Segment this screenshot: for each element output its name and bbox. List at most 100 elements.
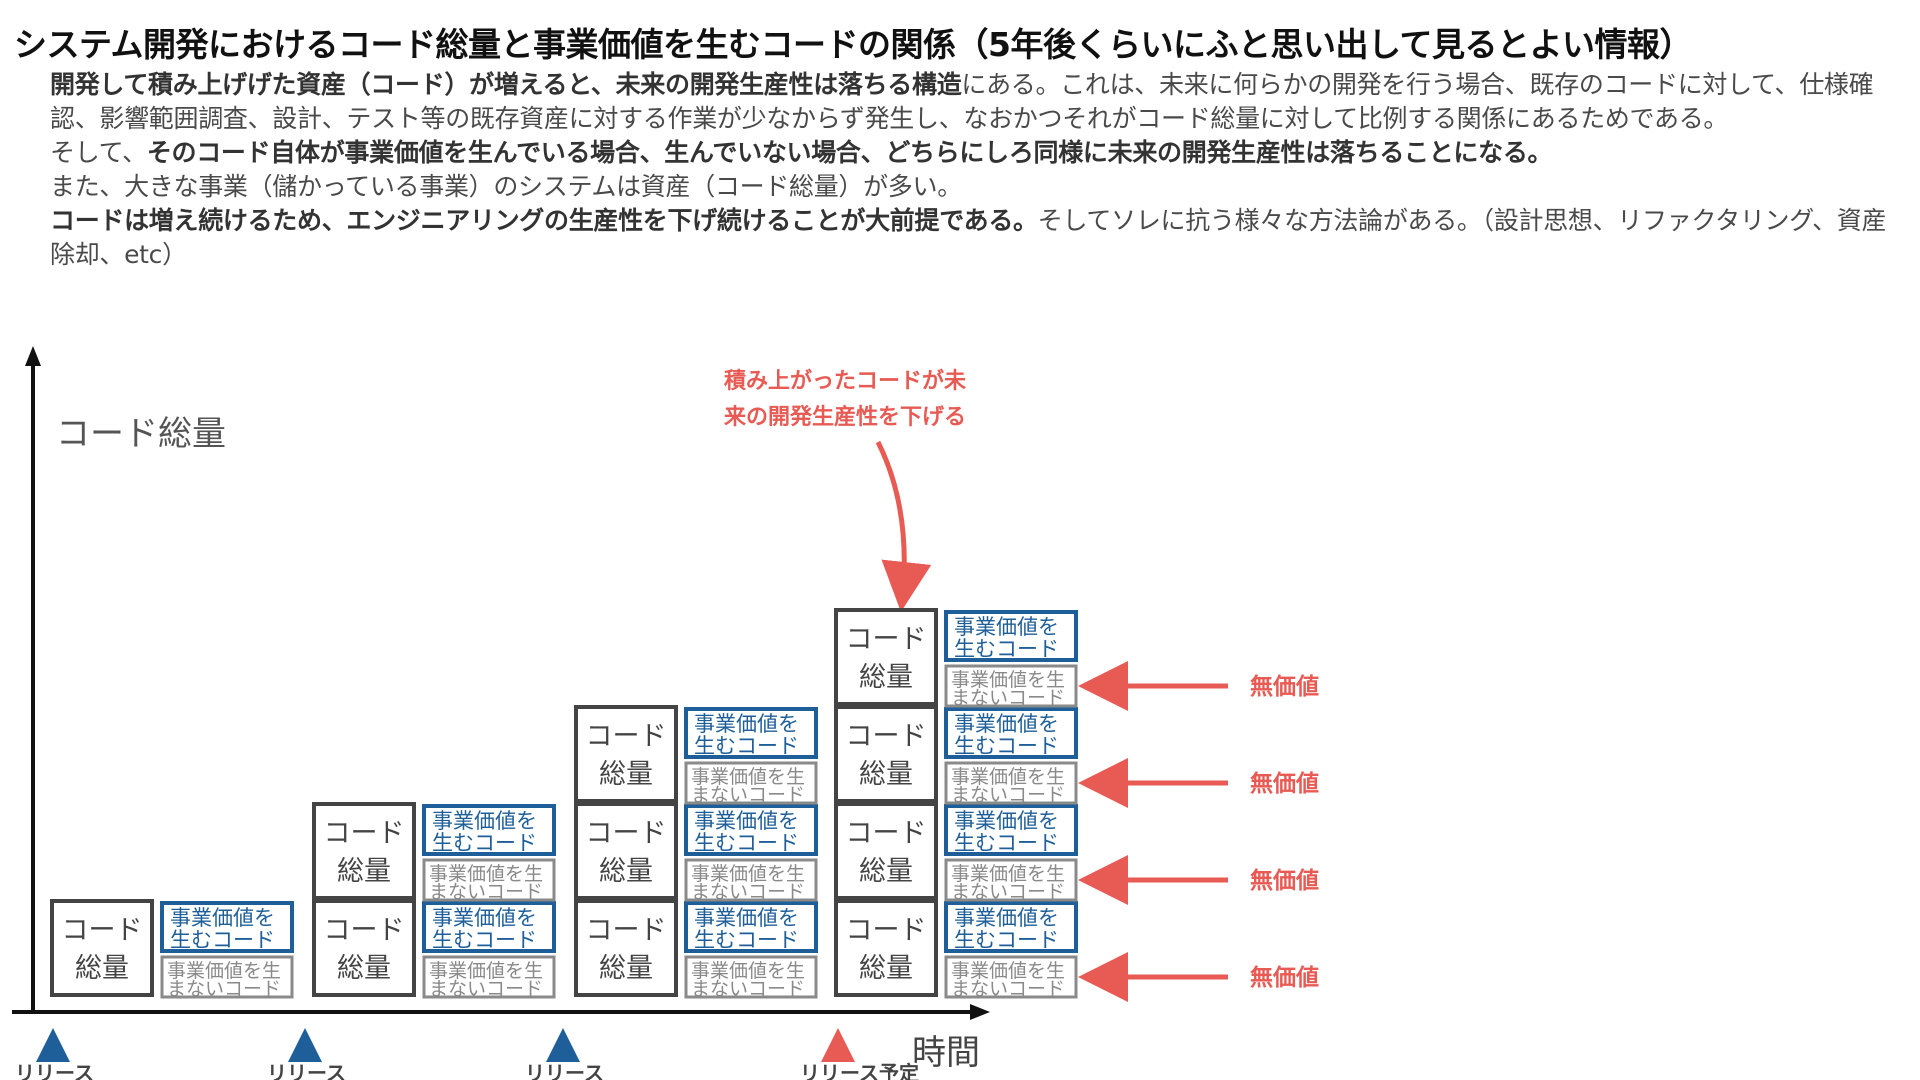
value-code-label: 生むコード xyxy=(694,734,799,758)
triangle-up-icon xyxy=(821,1028,855,1062)
value-code-block xyxy=(944,901,1078,953)
novalue-code-label: まないコード xyxy=(429,978,543,1000)
description-emphasis: そのコード自体が事業価値を生んでいる場合、生んでいない場合、どちらにしろ同様に未… xyxy=(146,138,1553,167)
novalue-code-block xyxy=(944,955,1078,999)
y-axis-label: コード総量 xyxy=(56,414,226,454)
value-code-block xyxy=(160,901,294,953)
novalue-code-block xyxy=(422,858,556,902)
code-total-block xyxy=(574,705,678,803)
value-code-label: 生むコード xyxy=(954,637,1059,661)
value-code-label: 事業価値を xyxy=(954,906,1059,930)
value-code-label: 生むコード xyxy=(694,928,799,952)
code-total-block xyxy=(834,705,938,803)
value-code-label: 事業価値を xyxy=(954,809,1059,833)
code-total-label: コード xyxy=(62,915,143,946)
novalue-code-block xyxy=(684,955,818,999)
novalue-code-block xyxy=(944,761,1078,805)
code-total-block xyxy=(312,899,416,997)
novalue-code-block xyxy=(422,955,556,999)
novalue-code-label: 事業価値を生 xyxy=(951,669,1065,691)
novalue-code-label: まないコード xyxy=(429,881,543,903)
code-total-label: コード xyxy=(846,818,927,849)
code-total-block xyxy=(834,608,938,706)
value-code-label: 生むコード xyxy=(954,928,1059,952)
release-label: リリース xyxy=(525,1061,604,1080)
code-total-label: コード xyxy=(846,915,927,946)
value-code-block xyxy=(684,804,818,856)
code-total-label: 総量 xyxy=(599,759,653,790)
code-total-label: 総量 xyxy=(75,953,129,984)
description: 開発して積み上げげた資産（コード）が増えると、未来の開発生産性は落ちる構造にある… xyxy=(50,68,1890,272)
novalue-code-label: 事業価値を生 xyxy=(951,960,1065,982)
code-total-label: 総量 xyxy=(859,856,913,887)
novalue-code-label: 事業価値を生 xyxy=(691,766,805,788)
novalue-code-label: 事業価値を生 xyxy=(951,766,1065,788)
novalue-code-block xyxy=(944,858,1078,902)
triangle-up-icon xyxy=(36,1028,70,1062)
code-total-label: 総量 xyxy=(337,856,391,887)
novalue-code-label: 事業価値を生 xyxy=(691,863,805,885)
description-paragraph-4: コードは増え続けるため、エンジニアリングの生産性を下げ続けることが大前提である。… xyxy=(50,204,1890,272)
novalue-code-label: まないコード xyxy=(951,881,1065,903)
triangle-up-icon xyxy=(288,1028,322,1062)
novalue-code-block xyxy=(944,664,1078,708)
code-total-block xyxy=(834,899,938,997)
page-title: システム開発におけるコード総量と事業価値を生むコードの関係（5年後くらいにふと思… xyxy=(14,25,1692,64)
release-label: リリース xyxy=(267,1061,346,1080)
value-code-block xyxy=(944,610,1078,662)
value-code-label: 生むコード xyxy=(694,831,799,855)
no-value-label: 無価値 xyxy=(1250,868,1319,894)
novalue-code-label: 事業価値を生 xyxy=(429,863,543,885)
no-value-label: 無価値 xyxy=(1250,771,1319,797)
code-total-label: コード xyxy=(846,624,927,655)
value-code-label: 生むコード xyxy=(432,928,537,952)
release-label: リリース予定 xyxy=(800,1061,919,1080)
release-stacks: コード総量事業価値を生むコード事業価値を生まないコードリリースコード総量事業価値… xyxy=(15,608,1078,1080)
value-code-label: 生むコード xyxy=(432,831,537,855)
value-code-block xyxy=(684,901,818,953)
description-emphasis: 開発して積み上げげた資産（コード）が増えると、未来の開発生産性は落ちる構造 xyxy=(50,70,962,99)
value-code-label: 事業価値を xyxy=(954,712,1059,736)
value-code-label: 事業価値を xyxy=(432,809,537,833)
value-code-label: 事業価値を xyxy=(432,906,537,930)
novalue-code-label: まないコード xyxy=(951,687,1065,709)
novalue-code-label: まないコード xyxy=(691,978,805,1000)
novalue-code-label: まないコード xyxy=(951,784,1065,806)
description-paragraph-3: また、大きな事業（儲かっている事業）のシステムは資産（コード総量）が多い。 xyxy=(50,172,962,201)
code-total-label: 総量 xyxy=(859,953,913,984)
no-value-label: 無価値 xyxy=(1250,674,1319,700)
triangle-up-icon xyxy=(546,1028,580,1062)
novalue-code-label: 事業価値を生 xyxy=(951,863,1065,885)
novalue-code-label: まないコード xyxy=(691,784,805,806)
code-total-block xyxy=(574,899,678,997)
annotation-line-2: 来の開発生産性を下げる xyxy=(723,404,966,430)
value-code-label: 事業価値を xyxy=(694,906,799,930)
value-code-label: 生むコード xyxy=(954,734,1059,758)
code-total-block xyxy=(312,802,416,900)
code-total-label: コード xyxy=(324,818,405,849)
code-total-label: コード xyxy=(324,915,405,946)
novalue-code-label: まないコード xyxy=(691,881,805,903)
value-code-label: 生むコード xyxy=(170,928,275,952)
code-total-label: 総量 xyxy=(337,953,391,984)
novalue-code-label: 事業価値を生 xyxy=(691,960,805,982)
code-total-label: 総量 xyxy=(599,953,653,984)
x-axis-arrowhead xyxy=(970,1004,990,1020)
value-code-label: 事業価値を xyxy=(954,615,1059,639)
code-total-block xyxy=(50,899,154,997)
novalue-code-label: 事業価値を生 xyxy=(429,960,543,982)
value-code-block xyxy=(684,707,818,759)
value-code-block xyxy=(422,804,556,856)
value-code-block xyxy=(422,901,556,953)
description-text: にある。これは、未来に何らかの開発を行う場合、既存のコードに対して、仕様確認、影… xyxy=(50,70,1874,133)
code-total-label: 総量 xyxy=(599,856,653,887)
novalue-code-label: まないコード xyxy=(167,978,281,1000)
description-emphasis: コードは増え続けるため、エンジニアリングの生産性を下げ続けることが大前提である。 xyxy=(50,206,1038,235)
code-total-label: コード xyxy=(586,721,667,752)
release-label: リリース xyxy=(15,1061,94,1080)
description-paragraph-1: 開発して積み上げげた資産（コード）が増えると、未来の開発生産性は落ちる構造にある… xyxy=(50,68,1890,136)
annotation-line-1: 積み上がったコードが未 xyxy=(724,368,966,394)
novalue-code-block xyxy=(160,955,294,999)
